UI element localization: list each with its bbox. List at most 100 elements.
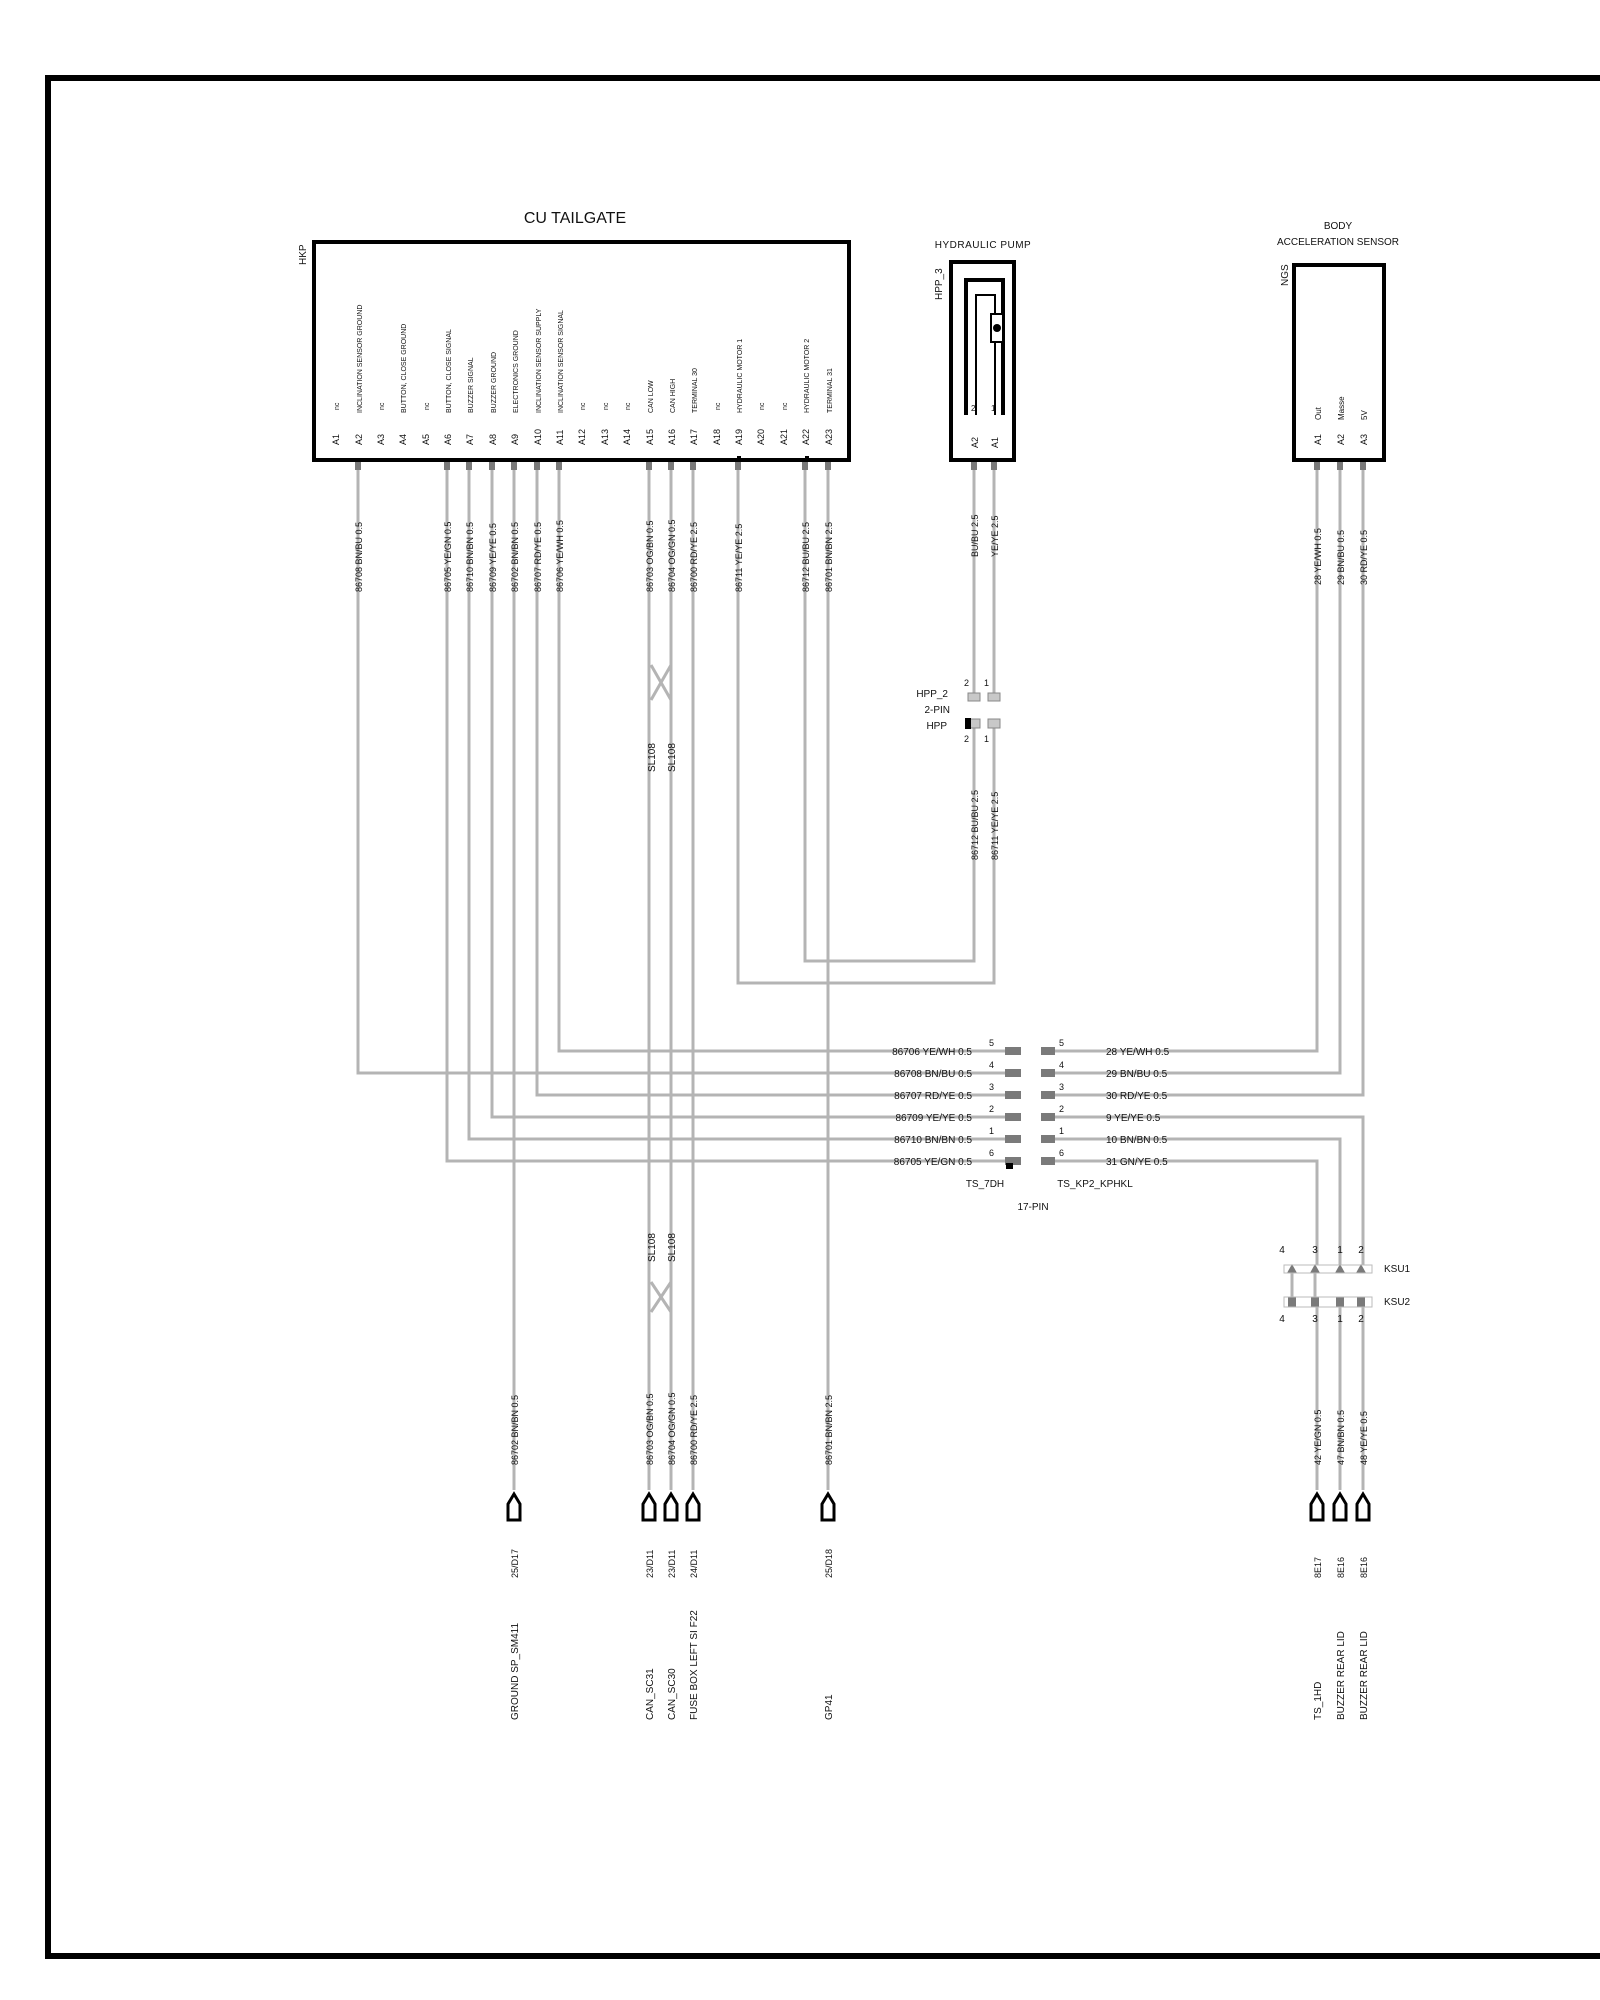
ts-to-ksu-wire	[1055, 1115, 1365, 1265]
ts-type-label: 17-PIN	[1017, 1202, 1048, 1213]
ts-left-pin-num: 2	[989, 1104, 994, 1114]
bottom-wire-label: 86700 RD/YE 2.5	[689, 1395, 699, 1465]
sensor-pin-function: Out	[1314, 406, 1323, 420]
splice-cross	[649, 1281, 673, 1313]
cu-pin-id: A1	[331, 434, 341, 445]
ts-right-pin-num: 4	[1059, 1060, 1064, 1070]
cu-pin-function: nc	[603, 402, 610, 410]
cu-pin-stub	[466, 462, 472, 470]
hpp-contact	[967, 692, 981, 702]
pump-inner	[975, 294, 996, 415]
hpp-pin-num: 2	[964, 734, 969, 744]
ts-left-contact	[1005, 1091, 1021, 1099]
hydraulic-pump-code: HPP_3	[934, 268, 945, 300]
cu-wire-label: 86705 YE/GN 0.5	[443, 522, 453, 592]
cu-pin-function: BUTTON, CLOSE GROUND	[401, 324, 408, 413]
terminal-ref: 25/D17	[510, 1549, 520, 1578]
ksu2-label: KSU2	[1384, 1297, 1411, 1308]
terminal-symbol-icon	[1355, 1491, 1371, 1522]
terminal-ref: 8E16	[1359, 1557, 1369, 1578]
ts-right-label: TS_KP2_KPHKL	[1057, 1179, 1133, 1190]
sensor-pin-stub	[1360, 462, 1366, 470]
terminal-destination: TS_1HD	[1313, 1682, 1324, 1720]
cu-pin-function: nc	[334, 402, 341, 410]
cu-pin-function: nc	[625, 402, 632, 410]
pump-pin-num: 2	[971, 404, 976, 413]
cu-pin-id: A22	[801, 429, 811, 445]
hpp-label: HPP	[926, 721, 947, 732]
sensor-pin-id: A3	[1359, 434, 1369, 445]
ts-right-wire-label: 31 GN/YE 0.5	[1106, 1157, 1168, 1168]
sensor-pin-stub	[1337, 462, 1343, 470]
cu-pin-function: nc	[379, 402, 386, 410]
ts-right-pin-num: 6	[1059, 1148, 1064, 1158]
cu-pin-stub	[489, 462, 495, 470]
cu-pin-function: BUZZER SIGNAL	[468, 357, 475, 413]
cu-tailgate-code: HKP	[298, 244, 309, 265]
terminal-symbol-icon	[685, 1491, 701, 1522]
ksu2-contact	[1336, 1297, 1344, 1307]
cu-mark	[805, 456, 809, 461]
body-sensor-box	[1292, 263, 1386, 462]
ts-left-contact	[1005, 1113, 1021, 1121]
cu-pin-function: nc	[759, 402, 766, 410]
cu-pin-function: INCLINATION SENSOR SIGNAL	[558, 310, 565, 413]
cu-wire-label: 86700 RD/YE 2.5	[689, 522, 699, 592]
ts-right-contact	[1041, 1047, 1055, 1055]
sensor-pin-function: 5V	[1360, 410, 1369, 420]
cu-pin-stub	[556, 462, 562, 470]
ksu1-pin-num: 4	[1279, 1245, 1285, 1256]
pump-wire-label: BU/BU 2.5	[970, 514, 980, 557]
ts-left-pin-num: 6	[989, 1148, 994, 1158]
cu-wire-label: 86707 RD/YE 0.5	[533, 522, 543, 592]
cu-pin-function: CAN HIGH	[670, 379, 677, 413]
ts-right-contact	[1041, 1069, 1055, 1077]
ts-right-contact	[1041, 1091, 1055, 1099]
ts-right-wire-label: 9 YE/YE 0.5	[1106, 1113, 1161, 1124]
cu-pin-id: A23	[824, 429, 834, 445]
ts-left-wire-label: 86705 YE/GN 0.5	[894, 1157, 973, 1168]
terminal-destination: GROUND SP_SM411	[510, 1622, 521, 1720]
cu-pin-function: HYDRAULIC MOTOR 1	[737, 339, 744, 413]
terminal-symbol-icon	[820, 1491, 836, 1522]
ts-to-sensor-wire	[1055, 470, 1365, 1097]
terminal-symbol-icon	[1332, 1491, 1348, 1522]
cu-pin-id: A9	[510, 434, 520, 445]
cu-pin-stub	[444, 462, 450, 470]
ksu1-contact	[1335, 1264, 1345, 1273]
hpp-contact	[987, 692, 1001, 702]
sensor-pin-id: A1	[1313, 434, 1323, 445]
cu-wire-label: 86702 BN/BN 0.5	[510, 522, 520, 592]
ts-mark	[1006, 1163, 1013, 1169]
cu-pin-function: nc	[580, 402, 587, 410]
cu-pin-stub	[534, 462, 540, 470]
cu-wire-label: 86703 OG/BN 0.5	[645, 520, 655, 592]
cu-pin-stub	[646, 462, 652, 470]
bottom-wire-label: 86701 BN/BN 2.5	[824, 1395, 834, 1465]
component-boxes	[312, 240, 1386, 1522]
cu-pin-id: A16	[667, 429, 677, 445]
ts-left-pin-num: 3	[989, 1082, 994, 1092]
ts-right-pin-num: 3	[1059, 1082, 1064, 1092]
cu-pin-id: A6	[443, 434, 453, 445]
page-frame	[45, 75, 1600, 1959]
ksu1-pin-num: 1	[1337, 1245, 1343, 1256]
ksu2-contact	[1288, 1297, 1296, 1307]
terminal-destination: BUZZER REAR LID	[1336, 1631, 1347, 1720]
sensor-pin-id: A2	[1336, 434, 1346, 445]
pump-pin-id: A2	[970, 437, 980, 448]
ts-left-label: TS_7DH	[966, 1179, 1004, 1190]
sensor-wire-label: 28 YE/WH 0.5	[1313, 528, 1323, 585]
pump-inner	[964, 278, 1005, 415]
ts-right-wire-label: 10 BN/BN 0.5	[1106, 1135, 1168, 1146]
sensor-pin-stub	[1314, 462, 1320, 470]
hpp2-label: HPP_2	[916, 689, 948, 700]
cu-pin-stub	[355, 462, 361, 470]
body-sensor-title-1: BODY	[1324, 221, 1353, 232]
cu-pin-id: A7	[465, 434, 475, 445]
ts-right-contact	[1041, 1135, 1055, 1143]
hpp-pin-num: 1	[984, 734, 989, 744]
terminal-destination: CAN_SC30	[667, 1668, 678, 1720]
cu-pin-function: nc	[715, 402, 722, 410]
cu-pin-id: A10	[533, 429, 543, 445]
